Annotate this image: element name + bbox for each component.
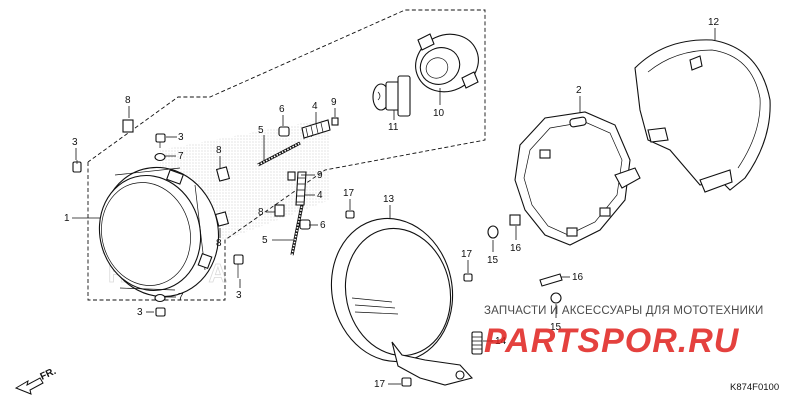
callout-8-a: 8 <box>125 95 131 106</box>
socket-cover-10 <box>415 33 479 93</box>
callout-16-b: 16 <box>572 272 584 283</box>
callout-13: 13 <box>383 194 395 205</box>
callout-8-d: 8 <box>258 207 264 218</box>
callout-3-d: 3 <box>137 307 143 318</box>
callout-labels: 1 2 3 3 3 3 4 4 5 5 6 6 7 7 8 8 8 8 9 9 … <box>64 17 720 390</box>
bolt-3-c <box>233 254 244 278</box>
adjust-screw-5-a <box>257 141 301 167</box>
clip-8-b <box>215 166 231 182</box>
bolt-3-d <box>155 307 166 317</box>
callout-8-b: 8 <box>216 145 222 156</box>
callout-6-b: 6 <box>320 220 326 231</box>
watermark: ЗАПЧАСТИ И АКСЕССУАРЫ ДЛЯ МОТОТЕХНИКИ PA… <box>484 305 764 360</box>
plate-9-a <box>331 117 339 126</box>
callout-15-a: 15 <box>487 255 499 266</box>
callout-1: 1 <box>64 213 70 224</box>
watermark-caption: ЗАПЧАСТИ И АКСЕССУАРЫ ДЛЯ МОТОТЕХНИКИ <box>484 305 764 317</box>
clip-8-d <box>274 204 285 217</box>
callout-3-c: 3 <box>236 290 242 301</box>
callout-4-a: 4 <box>312 101 318 112</box>
bulb-11 <box>372 75 411 117</box>
collar-15-b <box>550 292 562 304</box>
callout-8-c: 8 <box>216 238 222 249</box>
collar-15-a <box>487 225 499 239</box>
callout-15-b: 15 <box>550 322 562 333</box>
adjust-screw-5-b <box>290 204 304 256</box>
spring-4-a <box>301 119 331 140</box>
leader-lines <box>72 28 716 385</box>
bolt-14 <box>471 331 483 355</box>
nut-17-a <box>345 210 355 219</box>
bolt-3-a <box>72 160 82 173</box>
grommet-7-b <box>154 293 166 303</box>
spring-4-b <box>295 171 307 206</box>
outer-cover-12 <box>634 39 771 193</box>
nut-17-b <box>463 273 473 282</box>
callout-5-a: 5 <box>258 125 264 136</box>
rim-13 <box>330 217 474 386</box>
grommet-7-a <box>154 152 166 162</box>
diagram-code: K874F0100 <box>730 382 779 393</box>
callout-3-b: 3 <box>178 132 184 143</box>
front-direction-marker: FR. <box>14 366 58 395</box>
callout-6-a: 6 <box>279 104 285 115</box>
callout-3-a: 3 <box>72 137 78 148</box>
callout-7-b: 7 <box>178 292 184 303</box>
bolt-3-b <box>155 133 166 148</box>
callout-9-a: 9 <box>331 97 337 108</box>
front-marker-label: FR. <box>39 366 58 383</box>
clip-8-c <box>214 211 230 227</box>
watermark-logo: PARTSPOR.RU <box>484 322 740 360</box>
callout-5-b: 5 <box>262 235 268 246</box>
callout-17-a: 17 <box>343 188 355 199</box>
callout-4-b: 4 <box>317 190 323 201</box>
part-16-b <box>539 273 563 287</box>
callout-2: 2 <box>576 85 582 96</box>
case-2 <box>514 111 641 246</box>
callout-9-b: 9 <box>317 170 323 181</box>
part-16-a <box>509 214 521 226</box>
nut-6-b <box>299 219 311 230</box>
callout-12: 12 <box>708 17 720 28</box>
plate-9-b <box>287 171 296 181</box>
callout-16-a: 16 <box>510 243 522 254</box>
assembly-boundary <box>87 9 486 301</box>
callout-17-c: 17 <box>374 379 386 390</box>
callout-14: 14 <box>495 336 507 347</box>
front-arrow-icon <box>14 377 44 395</box>
callout-10: 10 <box>433 108 445 119</box>
headlight-unit <box>98 166 220 298</box>
callout-7-a: 7 <box>178 151 184 162</box>
nut-6-a <box>278 126 290 137</box>
callout-11: 11 <box>388 122 399 133</box>
clip-8-a <box>122 119 134 133</box>
callout-17-b: 17 <box>461 249 473 260</box>
nut-17-c <box>401 377 412 387</box>
